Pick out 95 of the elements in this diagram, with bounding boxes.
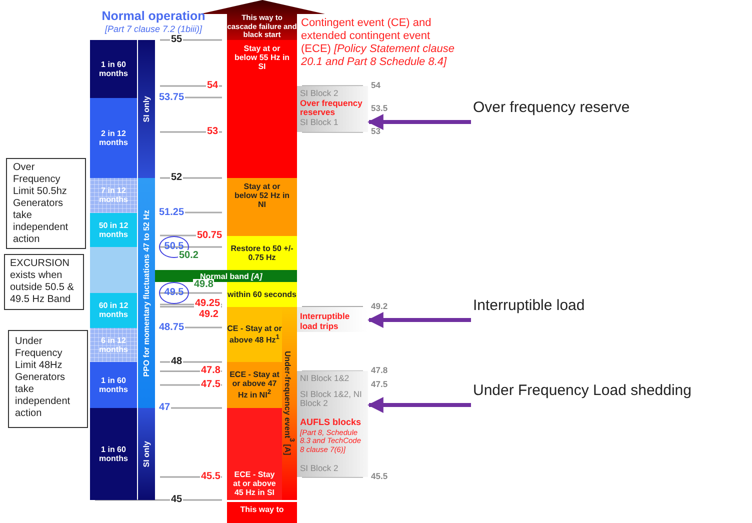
tick-label: 49.2: [370, 300, 389, 312]
annotation-text: Over frequency reserve: [473, 99, 631, 116]
band-label: SI only: [142, 96, 151, 122]
occurrence-band: [90, 293, 137, 328]
value-circle: [159, 282, 189, 304]
tick-label: 49.2: [198, 308, 220, 320]
requirement-band: [227, 236, 297, 270]
band-label: This way to: [240, 505, 284, 514]
occurrence-band: [90, 212, 137, 247]
tick-label: 55: [170, 34, 184, 45]
band-label: Stay at or below 52 Hz in NI: [233, 182, 291, 209]
tick-label: 45.5: [200, 471, 222, 482]
band-label: Over frequency reserves: [300, 98, 364, 118]
tick-label: 52: [170, 172, 184, 183]
section-heading: Contingent event (CE) and extended contingent event (ECE) [Policy Statement clause 20.1 and Part 8 Schedule 8.4]: [300, 17, 456, 69]
annotation-text: Under Frequency Load shedding: [473, 382, 692, 399]
arrow: [367, 397, 471, 413]
band-label: Normal band [A]: [200, 272, 264, 281]
band-label: SI only: [142, 440, 151, 468]
requirement-band: [227, 306, 282, 362]
vertical-band: [282, 306, 297, 500]
band-label: 60 in 12 months: [98, 301, 130, 320]
note-box: [4, 254, 84, 310]
band-label: SI Block 1&2, NI Block 2: [300, 390, 363, 409]
vertical-band: [138, 40, 155, 178]
tick-label: 50.75: [196, 230, 224, 240]
arrow: [367, 114, 471, 130]
tick-label: 50.2: [178, 250, 200, 261]
band-label: Interruptible load trips: [300, 312, 351, 331]
band-label: CE - Stay at or above 48 Hz$^{1}$: [227, 324, 282, 345]
tick-label: 54: [206, 80, 220, 91]
vertical-band: [138, 408, 155, 500]
tick-label: 48: [170, 356, 184, 367]
tick-label: 53: [370, 126, 382, 137]
band-label: 6 in 12 months: [98, 336, 129, 354]
tick-label: 47.8: [370, 365, 389, 376]
tick-label: 54: [370, 80, 382, 91]
band-label: ECE - Stay at or above 45 Hz in SI: [232, 470, 277, 497]
band-label: Stay at or below 55 Hz in SI: [233, 44, 291, 71]
normal-band: [155, 270, 297, 282]
tick-label: 48.75: [158, 322, 186, 332]
band-label: 50 in 12 months: [98, 220, 130, 239]
reserve-block: [297, 371, 368, 477]
tick-label: 45.5: [370, 471, 389, 482]
occurrence-band: [90, 178, 137, 212]
note-box: [6, 158, 86, 249]
arrow: [367, 312, 471, 328]
band-label: within 60 seconds: [228, 290, 296, 299]
vertical-band: [138, 178, 155, 408]
band-label: AUFLS blocks: [300, 416, 362, 427]
band-label: 1 in 60 months: [98, 376, 129, 394]
band-label: SI Block 2: [300, 464, 340, 474]
band-label: 1 in 60 months: [98, 60, 129, 78]
band-label: 2 in 12 months: [98, 128, 129, 147]
band-label: 7 in 12 months: [98, 186, 129, 204]
reserve-block: [297, 86, 368, 132]
requirement-band: [227, 40, 297, 178]
occurrence-band: [90, 408, 137, 500]
tick-label: 53.75: [158, 92, 186, 102]
note-text: Over Frequency Limit 50.5hz Generators take independent action: [13, 162, 70, 246]
band-label: NI Block 1&2: [300, 374, 350, 384]
requirement-band: [227, 178, 297, 236]
down-arrow-banner: [227, 502, 297, 523]
occurrence-band: [90, 40, 137, 98]
tick-label: 47: [158, 402, 172, 413]
tick-label: 47.8: [200, 365, 222, 376]
tick-label: 47.5: [200, 379, 222, 390]
tick-label: 45: [170, 494, 184, 505]
tick-label: 53.5: [370, 103, 389, 114]
tick-label: 53: [206, 126, 220, 137]
note-box: [8, 330, 88, 428]
band-label: SI Block 1: [300, 118, 340, 127]
note-text: EXCURSION exists when outside 50.5 & 49.5 Hz Band: [10, 258, 75, 306]
occurrence-band: [90, 362, 137, 408]
band-label: Restore to 50 +/- 0.75 Hz: [230, 244, 294, 262]
requirement-band: [227, 282, 297, 307]
band-label: SI Block 2: [300, 89, 340, 98]
tick-label: 47.5: [370, 379, 389, 390]
tick-label: 49.5: [164, 287, 184, 299]
band-label: PPO for momentary fluctuations 47 to 52 Hz: [142, 210, 151, 376]
tick-label: 49.8: [193, 279, 214, 290]
annotation-text: Interruptible load: [473, 297, 586, 314]
tick-label: 49.25: [194, 298, 222, 308]
occurrence-band: [90, 247, 137, 293]
requirement-band: [227, 408, 282, 500]
tick-label: 51.25: [158, 206, 186, 218]
tick-label: 50.5: [164, 241, 184, 252]
note-text: Under Frequency Limit 48Hz Generators take independent action: [15, 336, 72, 420]
section-reference: [Part 7 clause 7.2 (1biii)]: [104, 24, 204, 35]
band-label: ECE - Stay at or above 47 Hz in NI$^{2}$: [228, 370, 280, 400]
section-heading: Normal operation: [100, 9, 206, 24]
band-label: 1 in 60 months: [98, 445, 129, 463]
occurrence-band: [90, 328, 137, 362]
requirement-band: [227, 362, 282, 408]
occurrence-band: [90, 98, 137, 178]
